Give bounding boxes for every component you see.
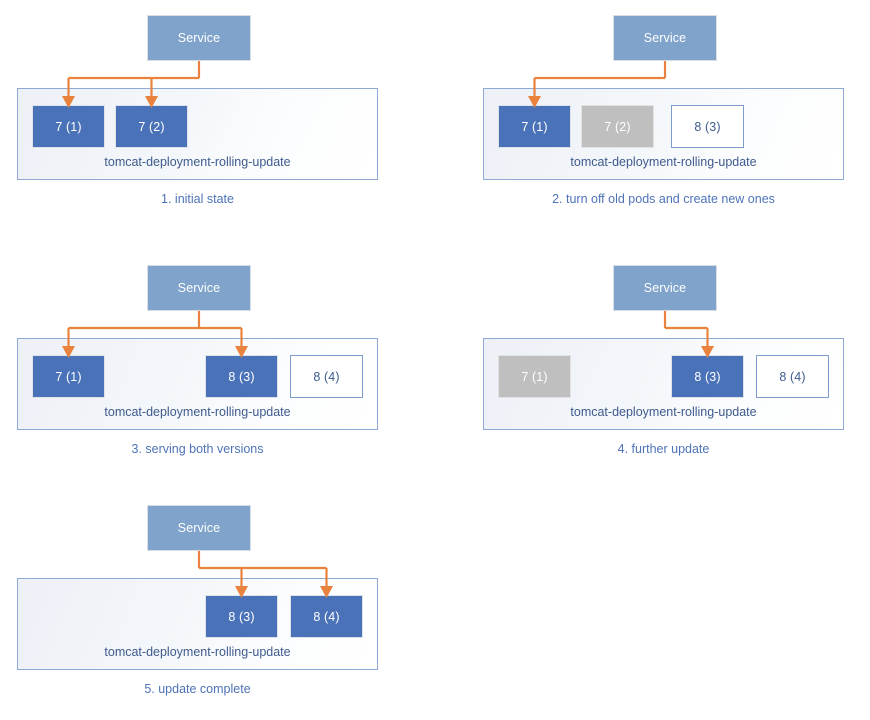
panel-5-deployment-label: tomcat-deployment-rolling-update <box>104 645 291 659</box>
panel-2-pod-7--1[interactable]: 7 (1) <box>498 105 571 148</box>
panel-5-service[interactable]: Service <box>147 505 251 551</box>
panel-1-service[interactable]: Service <box>147 15 251 61</box>
panel-3: tomcat-deployment-rolling-update 7 (1) 8 (… <box>0 250 435 480</box>
panel-4-deployment-label: tomcat-deployment-rolling-update <box>570 405 757 419</box>
panel-3-deployment-label: tomcat-deployment-rolling-update <box>104 405 291 419</box>
panel-1-deployment-label: tomcat-deployment-rolling-update <box>104 155 291 169</box>
panel-5: tomcat-deployment-rolling-update 8 (3) 8 (… <box>0 490 435 720</box>
panel-2-caption: 2. turn off old pods and create new ones <box>552 192 775 206</box>
panel-3-pod-8--4[interactable]: 8 (4) <box>290 355 363 398</box>
panel-4-caption: 4. further update <box>617 442 710 456</box>
panel-2-deployment-label: tomcat-deployment-rolling-update <box>570 155 757 169</box>
panel-5-caption: 5. update complete <box>144 682 251 696</box>
panel-2-service[interactable]: Service <box>613 15 717 61</box>
panel-4-service[interactable]: Service <box>613 265 717 311</box>
panel-2: tomcat-deployment-rolling-update 7 (1)7 (… <box>466 0 870 230</box>
panel-1-pod-7--2[interactable]: 7 (2) <box>115 105 188 148</box>
panel-4-pod-8--4[interactable]: 8 (4) <box>756 355 829 398</box>
panel-1-pod-7--1[interactable]: 7 (1) <box>32 105 105 148</box>
panel-3-pod-8--3[interactable]: 8 (3) <box>205 355 278 398</box>
panel-4-pod-8--3[interactable]: 8 (3) <box>671 355 744 398</box>
panel-4-pod-7--1[interactable]: 7 (1) <box>498 355 571 398</box>
panel-3-service[interactable]: Service <box>147 265 251 311</box>
panel-2-pod-7--2[interactable]: 7 (2) <box>581 105 654 148</box>
panel-1-caption: 1. initial state <box>161 192 234 206</box>
panel-1: tomcat-deployment-rolling-update 7 (1)7 (… <box>0 0 435 230</box>
panel-3-pod-7--1[interactable]: 7 (1) <box>32 355 105 398</box>
panel-5-pod-8--3[interactable]: 8 (3) <box>205 595 278 638</box>
panel-2-pod-8--3[interactable]: 8 (3) <box>671 105 744 148</box>
panel-3-caption: 3. serving both versions <box>131 442 264 456</box>
panel-4: tomcat-deployment-rolling-update 7 (1) 8 (… <box>466 250 870 480</box>
panel-5-pod-8--4[interactable]: 8 (4) <box>290 595 363 638</box>
